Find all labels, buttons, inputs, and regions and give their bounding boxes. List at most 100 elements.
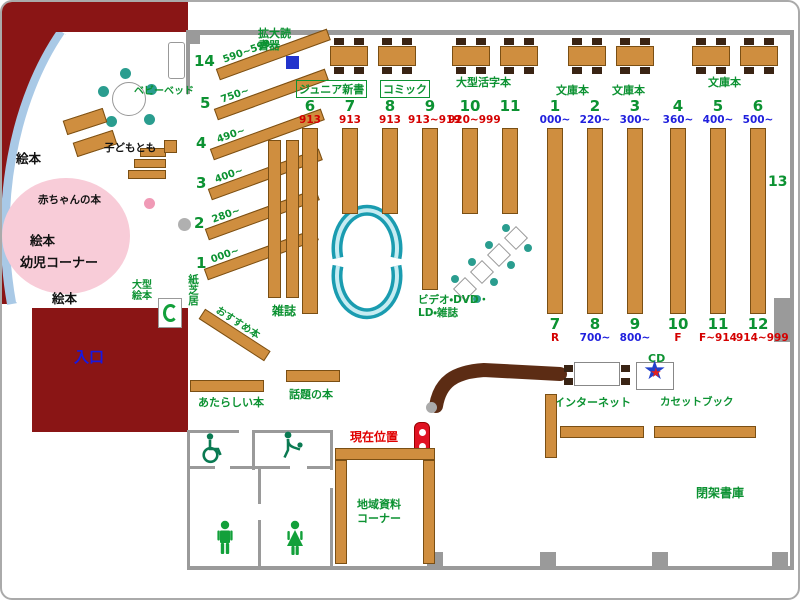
shelf xyxy=(654,426,756,438)
kids-round-table xyxy=(112,82,146,116)
shelf xyxy=(627,128,643,314)
baby-bed-label: ベビーベッド xyxy=(134,86,194,97)
shelf-number: 1 xyxy=(196,254,207,272)
kids-chair xyxy=(146,84,157,95)
reading-table xyxy=(500,38,538,74)
closed-stacks-label: 閉架書庫 xyxy=(696,486,745,500)
magnifier-device-icon xyxy=(286,56,299,69)
chair xyxy=(621,378,630,385)
toilet-wall xyxy=(187,466,215,469)
shelf xyxy=(545,394,557,458)
new-books-label: あたらしい本 xyxy=(198,396,264,409)
ehon-label: 絵本 xyxy=(30,233,56,248)
topic-books-label: 話題の本 xyxy=(289,388,333,401)
reading-table xyxy=(568,38,606,74)
star-icon-inner: ★ xyxy=(650,366,662,381)
shelf xyxy=(750,128,766,314)
kids-chair xyxy=(98,86,109,97)
large-print-label: 大型活字本 xyxy=(456,76,511,89)
local-corner-label: 地域資料コーナー xyxy=(357,498,401,525)
shelf xyxy=(342,128,358,214)
shelf-range: 913 xyxy=(339,113,361,126)
topic-books-shelf xyxy=(286,370,340,382)
shelf-number: 3 xyxy=(629,97,641,115)
shelf-number: 14 xyxy=(194,52,215,70)
pink-cushion xyxy=(144,198,155,209)
new-books-shelf xyxy=(190,380,264,392)
toilet-wall xyxy=(258,520,261,568)
toilet-wall xyxy=(307,466,333,469)
star-icon: ★ xyxy=(643,356,667,386)
shelf-range: 000~ xyxy=(539,113,571,126)
reading-table xyxy=(330,38,368,74)
baby-books-label: 赤ちゃんの本 xyxy=(38,194,101,206)
shelf-range: 913 xyxy=(299,113,321,126)
gray-pillar-dot xyxy=(178,218,191,231)
curved-sofa-upper xyxy=(331,204,403,260)
shelf-number: 5 xyxy=(200,94,211,112)
baby-care-icon xyxy=(283,431,303,459)
shelf-label: 11 xyxy=(488,98,532,115)
comic-label: コミック xyxy=(380,80,430,98)
shelf xyxy=(560,426,644,438)
kids-steps xyxy=(128,170,166,179)
shelf-range: 913 xyxy=(379,113,401,126)
shelf-number: 2 xyxy=(194,214,205,232)
chair xyxy=(564,378,573,385)
shelf-range: 920~999 xyxy=(448,113,501,126)
maroon-corner-wall xyxy=(2,32,62,304)
cassette-label: カセットブック xyxy=(660,396,734,408)
reading-table xyxy=(740,38,778,74)
toilet-wall xyxy=(254,430,332,433)
shelf-range: 360~ xyxy=(662,113,694,126)
shelf xyxy=(302,128,318,314)
local-shelf xyxy=(423,460,435,564)
reading-table xyxy=(452,38,490,74)
right-wall xyxy=(790,30,794,570)
internet-label: インターネット xyxy=(554,396,631,409)
shelf-range: 500~ xyxy=(742,113,774,126)
chair xyxy=(621,365,630,372)
curved-sofa-upper-highlight xyxy=(335,208,399,259)
current-position-label: 現在位置 xyxy=(350,430,399,444)
kamishibai-stage xyxy=(158,298,182,328)
shelf-number: 11 xyxy=(707,315,729,333)
kids-books-label: 子どもとも xyxy=(104,142,157,154)
internet-table xyxy=(574,362,620,386)
pillar xyxy=(652,552,668,566)
shelf-number: 4 xyxy=(672,97,684,115)
shelf xyxy=(462,128,478,214)
pillar xyxy=(774,298,790,342)
magnifier-reader-label: 拡大読書器 xyxy=(258,27,291,53)
entrance-label: 入口 xyxy=(74,348,105,366)
reading-table xyxy=(692,38,730,74)
shelf-number: 9 xyxy=(424,97,436,115)
shelf xyxy=(422,128,438,290)
shelf-number: 7 xyxy=(549,315,561,333)
shelf-range: 700~ xyxy=(579,331,611,344)
chair xyxy=(564,365,573,372)
kamishibai-label: 紙芝居 xyxy=(187,274,199,306)
curved-sofa-lower xyxy=(331,264,403,320)
ehon-label: 絵本 xyxy=(52,291,78,306)
shelf xyxy=(670,128,686,314)
cd-station xyxy=(636,362,674,390)
local-shelf xyxy=(335,460,347,564)
large-ehon-label: 大型絵本 xyxy=(132,280,152,302)
pillar-dot xyxy=(426,402,437,413)
